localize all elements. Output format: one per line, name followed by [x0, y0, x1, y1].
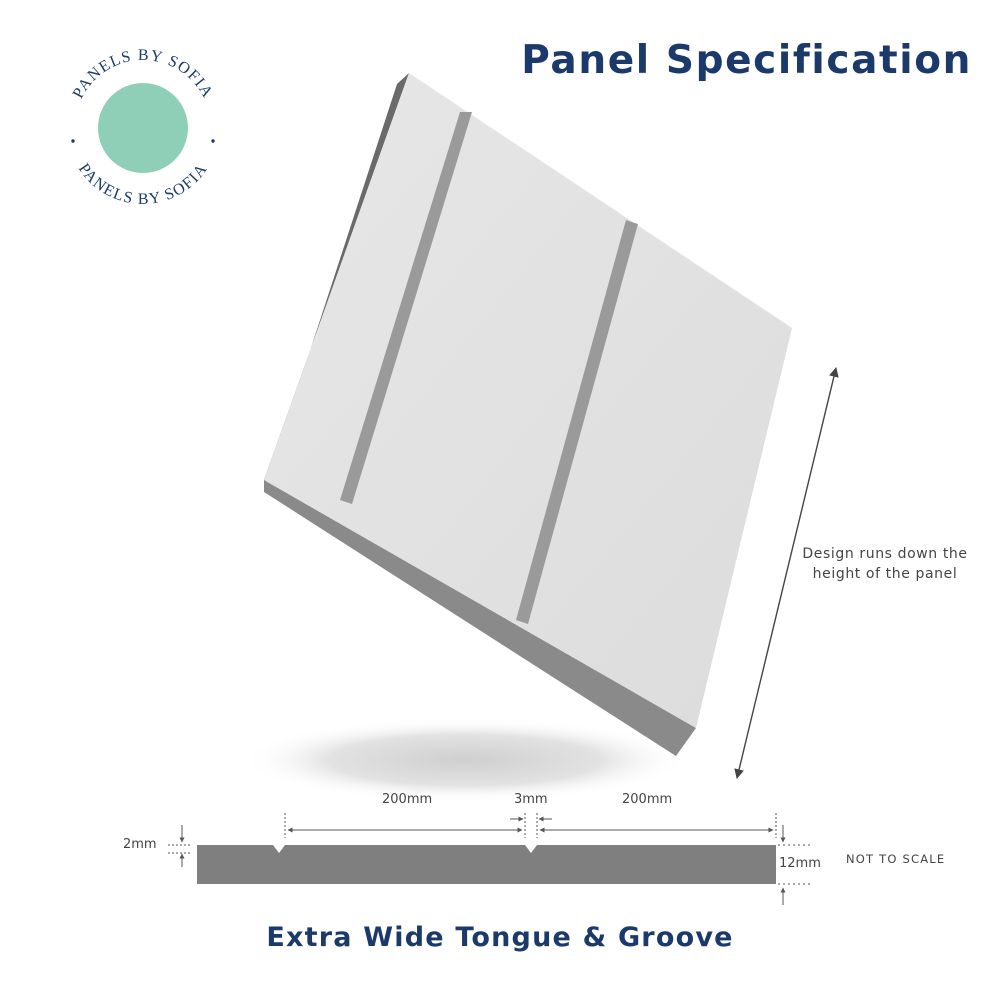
- panel-bottom-edge: [264, 480, 696, 756]
- dim-label-groove-depth: 2mm: [123, 837, 157, 852]
- panel-shadow: [240, 718, 690, 802]
- profile-section: [197, 845, 776, 884]
- height-note-line-2: height of the panel: [812, 566, 958, 582]
- panel-groove-left: [340, 112, 472, 504]
- height-arrow: [734, 367, 839, 779]
- dim-label-width-right: 200mm: [622, 792, 673, 807]
- scale-note: NOT TO SCALE: [846, 852, 946, 866]
- height-note-line-1: Design runs down the: [802, 546, 968, 562]
- panel-face: [264, 73, 792, 728]
- height-note: Design runs down the height of the panel: [795, 544, 975, 584]
- brand-logo: PANELS BY SOFIA PANELS BY SOFIA: [70, 47, 215, 208]
- logo-circle: [98, 83, 188, 173]
- page-title: Panel Specification: [521, 38, 972, 83]
- logo-dot-right: [211, 139, 215, 143]
- dim-label-groove-width: 3mm: [514, 792, 548, 807]
- dim-label-width-left: 200mm: [382, 792, 433, 807]
- panel-groove-right: [516, 220, 638, 624]
- profile-shape: [197, 845, 776, 884]
- dimension-lines: [168, 813, 810, 905]
- product-caption: Extra Wide Tongue & Groove: [266, 922, 734, 953]
- dim-label-thickness: 12mm: [779, 856, 821, 871]
- logo-dot-left: [71, 139, 75, 143]
- panel-3d: [264, 73, 792, 756]
